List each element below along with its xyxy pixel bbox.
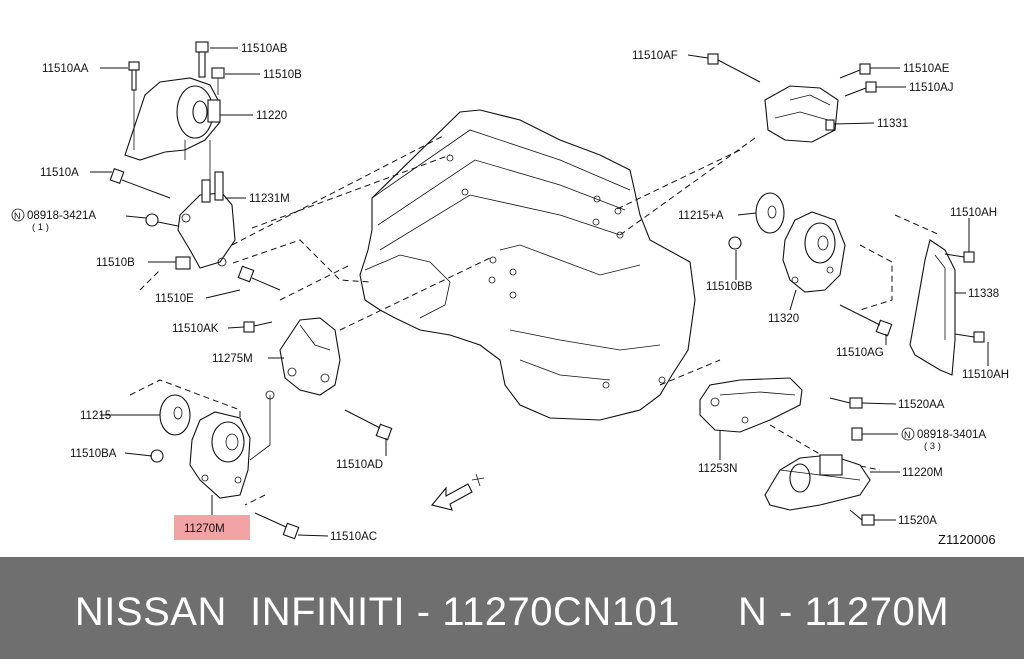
part-labels: 11510AA 11510AB 11510B 11220 11510A 1123… xyxy=(11,43,1009,547)
bolt-11510AH-bottom-icon xyxy=(954,331,985,343)
bolt-11510AD-icon xyxy=(344,409,393,441)
label-11275M: 11275M xyxy=(212,353,253,365)
nut-symbol-right: N xyxy=(904,430,911,440)
bolt-11520A-icon xyxy=(849,509,875,526)
parts-diagram: 11510AA 11510AB 11510B 11220 11510A 1123… xyxy=(11,41,1009,547)
bolt-11510AK-icon xyxy=(243,321,273,333)
label-11253N: 11253N xyxy=(698,463,737,475)
highlight-11270M xyxy=(174,515,250,540)
bolt-11520AA-icon xyxy=(829,397,863,409)
label-11510AE: 11510AE xyxy=(903,63,950,75)
label-11510AC: 11510AC xyxy=(330,531,377,543)
label-11338: 11338 xyxy=(968,288,999,300)
label-11520A: 11520A xyxy=(898,515,937,527)
label-11510AH-top: 11510AH xyxy=(950,207,997,219)
mount-11320 xyxy=(782,211,846,293)
bolt-11510AB-icon xyxy=(195,41,209,78)
footer-part-number: NISSAN INFINITI - 11270CN101 N - 11270M xyxy=(74,590,950,634)
nut-11510B-icon xyxy=(211,67,225,95)
insulator-11215 xyxy=(159,394,191,436)
nut-symbol-left: N xyxy=(14,211,21,221)
bolt-11510AE-icon xyxy=(839,63,871,79)
nut-11510BB-icon xyxy=(728,236,742,250)
label-11510BA: 11510BA xyxy=(70,448,117,460)
nut-08918-3421A-icon xyxy=(145,213,179,227)
bracket-11275M xyxy=(279,317,341,396)
label-11215: 11215 xyxy=(80,410,111,422)
nut-11510B-lower-icon xyxy=(175,256,191,270)
engine-block xyxy=(359,109,696,421)
label-11215A: 11215+A xyxy=(678,210,724,222)
bolt-11510AG-icon xyxy=(839,304,893,337)
label-11510BB: 11510BB xyxy=(706,281,753,293)
label-11331: 11331 xyxy=(877,118,908,130)
bolt-11510AF-icon xyxy=(707,53,761,83)
label-11270M: 11270M xyxy=(184,523,225,535)
front-arrow-icon xyxy=(431,473,485,511)
bolt-11510AC-icon xyxy=(254,512,300,540)
cover-11338 xyxy=(909,239,956,376)
mount-11270M xyxy=(189,390,275,499)
nut-11510BA-icon xyxy=(150,449,164,463)
insulator-11215A xyxy=(755,192,785,234)
label-11510AJ: 11510AJ xyxy=(909,82,954,94)
label-11220M: 11220M xyxy=(902,467,943,479)
label-11510A: 11510A xyxy=(40,167,79,179)
bolt-11510E-icon xyxy=(237,265,281,291)
label-11510B: 11510B xyxy=(263,69,302,81)
label-11510AF: 11510AF xyxy=(632,50,678,62)
bracket-11231M xyxy=(177,140,236,269)
label-11510AA: 11510AA xyxy=(42,63,89,75)
label-11231M: 11231M xyxy=(249,193,290,205)
mount-11220 xyxy=(124,77,221,161)
bolt-11510A-icon xyxy=(109,167,171,199)
bracket-11253N xyxy=(699,377,803,433)
mount-11220M xyxy=(764,454,871,511)
label-11510AK: 11510AK xyxy=(172,323,219,335)
diagram-id: Z1120006 xyxy=(938,532,996,547)
nut-08918-3401A-icon xyxy=(851,427,863,441)
nut-symbol-right-icon xyxy=(901,427,915,441)
label-11520AA: 11520AA xyxy=(898,399,945,411)
label-11510AG: 11510AG xyxy=(836,347,884,359)
bolt-11510AA-icon xyxy=(128,61,140,91)
footer-bar: NISSAN INFINITI - 11270CN101 N - 11270M xyxy=(0,557,1024,659)
bolt-11510AJ-icon xyxy=(844,81,877,97)
label-11320: 11320 xyxy=(768,313,799,325)
nut-symbol-icon xyxy=(11,208,25,222)
label-11510AH-bottom: 11510AH xyxy=(962,369,1009,381)
label-11510AB: 11510AB xyxy=(241,43,288,55)
label-08918-3401A: 08918-3401A xyxy=(917,429,986,441)
label-11220: 11220 xyxy=(256,110,287,122)
bracket-11331 xyxy=(764,85,839,143)
label-08918-3421A: 08918-3421A xyxy=(27,210,96,222)
leader-lines xyxy=(90,47,989,537)
label-08918-3401A-qty: ( 3 ) xyxy=(924,441,941,452)
label-11510AD: 11510AD xyxy=(336,459,383,471)
label-11510B-lower: 11510B xyxy=(96,257,135,269)
label-08918-3421A-qty: ( 1 ) xyxy=(32,222,49,233)
label-11510E: 11510E xyxy=(155,293,194,305)
